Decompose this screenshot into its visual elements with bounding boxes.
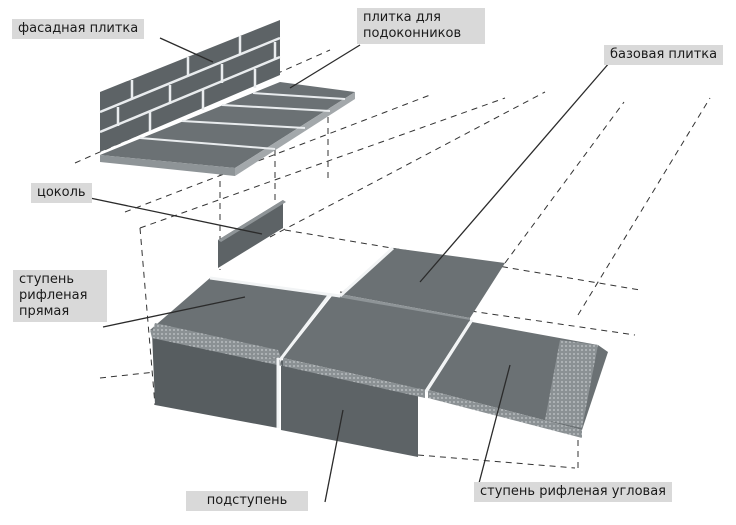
plinth-label: цоколь bbox=[31, 183, 92, 203]
window-sill-tile-label: плитка для подоконников bbox=[357, 8, 485, 44]
facade-tile-wall bbox=[99, 20, 281, 152]
window-sill-tiles bbox=[100, 82, 355, 176]
base-tile-label: базовая плитка bbox=[604, 45, 724, 65]
leader-lines bbox=[89, 37, 611, 503]
middle-step bbox=[283, 296, 470, 398]
facade-tile-label: фасадная плитка bbox=[12, 19, 145, 39]
straight-ribbed-step-label: ступень рифленая прямая bbox=[13, 270, 107, 322]
corner-ribbed-step-label: ступень рифленая угловая bbox=[474, 482, 672, 502]
straight-ribbed-step bbox=[150, 278, 330, 366]
corner-ribbed-step bbox=[428, 322, 608, 438]
riser-label: подступень bbox=[186, 491, 308, 511]
tile-seams bbox=[209, 246, 474, 428]
plinth-tile bbox=[218, 200, 286, 268]
